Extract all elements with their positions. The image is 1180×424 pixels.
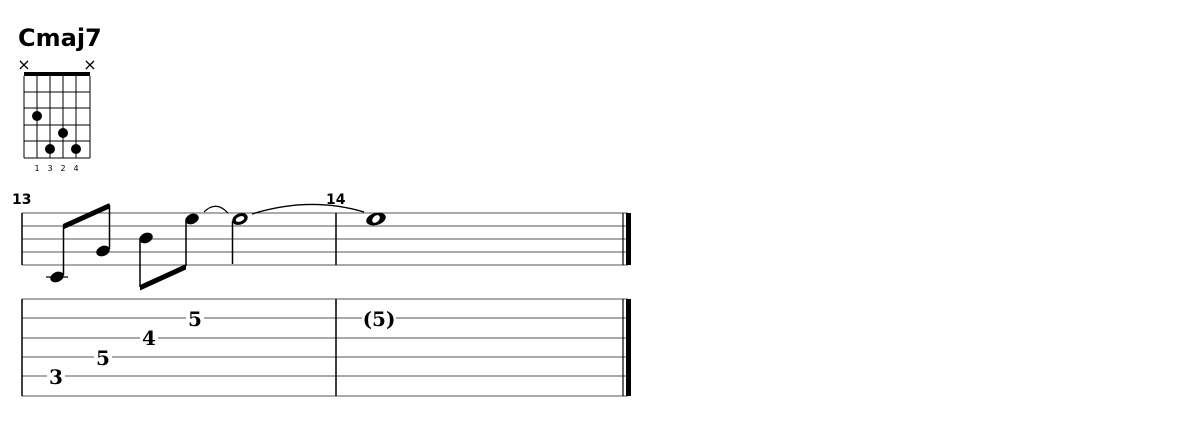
- finger-dot: [58, 128, 68, 138]
- tie: [251, 203, 365, 215]
- finger-number: 1: [34, 164, 39, 173]
- notes: [46, 203, 386, 291]
- notation-staff: [21, 212, 631, 266]
- note-head: [185, 213, 199, 225]
- chord-name: Cmaj7: [18, 24, 102, 52]
- chord-nut: [24, 72, 90, 76]
- finger-number: 3: [47, 164, 52, 173]
- chord-diagram: Cmaj7 × × 1 3 2 4: [17, 24, 101, 173]
- finger-dot: [71, 144, 81, 154]
- finger-number: 4: [73, 164, 78, 173]
- muted-string-mark: ×: [17, 55, 30, 74]
- tab-fret-number: 5: [188, 307, 202, 331]
- note-head: [139, 232, 153, 244]
- measure-number: 14: [326, 192, 346, 208]
- finger-dot: [32, 111, 42, 121]
- tab-fret-number: 5: [96, 346, 110, 370]
- chord-frets: [24, 91, 90, 159]
- chord-strings: [23, 76, 91, 158]
- beam: [140, 264, 186, 291]
- note-head: [50, 271, 64, 283]
- tab-staff: [21, 298, 631, 397]
- tab-fret-number-tied: (5): [363, 307, 396, 331]
- finger-dot: [45, 144, 55, 154]
- tie: [203, 205, 229, 214]
- tab-fret-number: 4: [142, 326, 156, 350]
- tab-fret-number: 3: [49, 365, 63, 389]
- measure-number: 13: [12, 192, 31, 208]
- note-head: [96, 245, 110, 257]
- muted-string-mark: ×: [83, 55, 96, 74]
- tab-numbers: 3 5 4 5 (5): [47, 307, 396, 389]
- beam: [63, 203, 110, 230]
- finger-number: 2: [60, 164, 65, 173]
